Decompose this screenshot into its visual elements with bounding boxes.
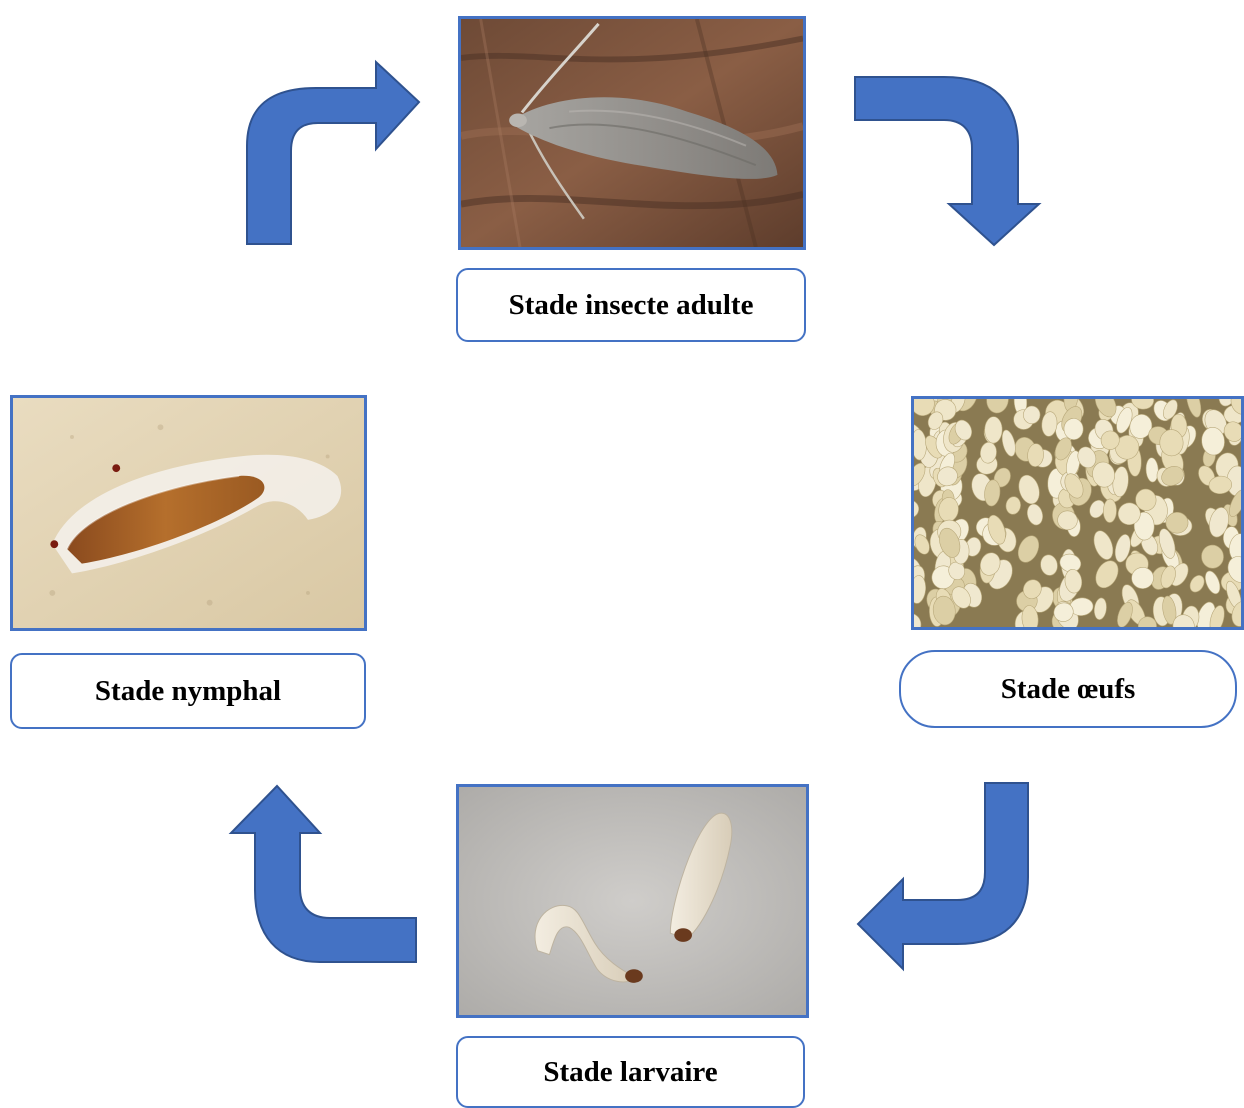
arrow-larva-to-pupa <box>230 785 417 963</box>
pupa-stage-label: Stade nymphal <box>10 653 366 729</box>
larva-photo <box>456 784 809 1018</box>
larva-stage-label: Stade larvaire <box>456 1036 805 1108</box>
adult-moth-photo <box>458 16 806 250</box>
arrow-pupa-to-adult <box>246 61 420 245</box>
adult-stage-label: Stade insecte adulte <box>456 268 806 342</box>
pupa-photo <box>10 395 367 631</box>
arrow-adult-to-eggs <box>854 76 1040 246</box>
arrow-eggs-to-larva <box>857 782 1029 970</box>
eggs-stage-label: Stade œufs <box>899 650 1237 728</box>
eggs-photo <box>911 396 1244 630</box>
